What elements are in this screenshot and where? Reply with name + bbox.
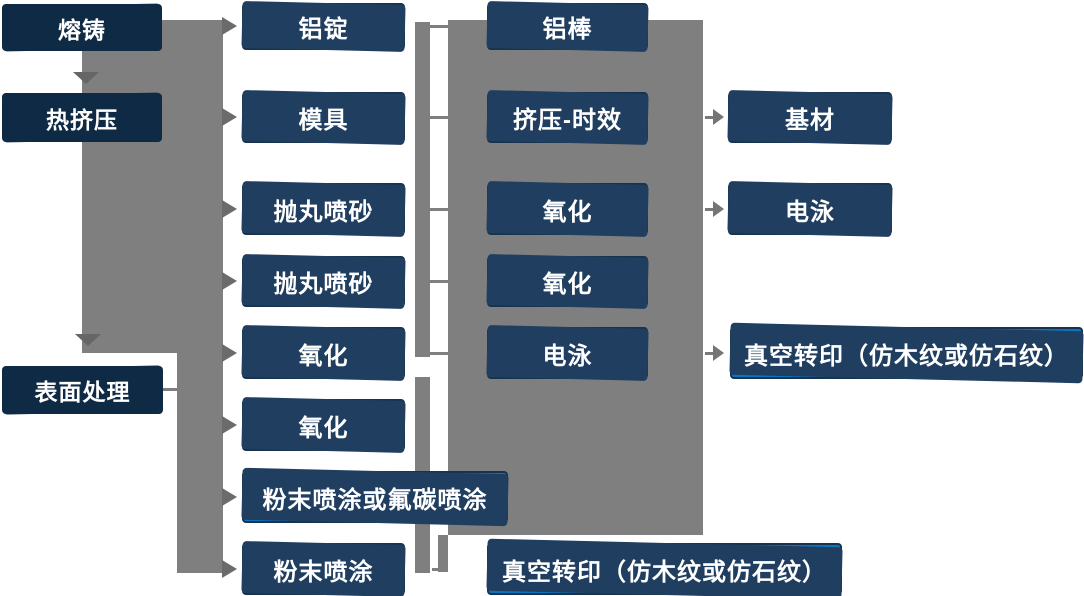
- stage-flow-band: [82, 20, 223, 353]
- arrow-right-row6-icon: [222, 416, 237, 434]
- node-melting-casting: 熔铸: [2, 4, 162, 51]
- node-electrophoresis-2: 电泳: [728, 183, 892, 235]
- arrow-down-to-hot-extrusion-icon: [73, 72, 99, 84]
- tick-row1: [430, 25, 448, 28]
- node-oxidation-3: 氧化: [487, 183, 648, 235]
- tick-row8: [432, 568, 448, 571]
- tick-row2: [430, 116, 448, 119]
- mid-connector-band-upper: [415, 22, 430, 357]
- node-powder-coating: 粉末喷涂: [242, 543, 405, 595]
- arrow-to-electrophoresis-icon: [713, 201, 724, 217]
- node-surface-treatment: 表面处理: [2, 366, 163, 414]
- node-vacuum-transfer-1: 真空转印（仿木纹或仿石纹）: [487, 543, 842, 595]
- node-shot-blasting-1: 抛丸喷砂: [242, 183, 405, 235]
- arrow-right-row1-icon: [222, 17, 237, 35]
- node-shot-blasting-2: 抛丸喷砂: [242, 256, 405, 307]
- arrow-right-row4-icon: [222, 272, 237, 290]
- tick-row4: [430, 280, 448, 283]
- node-oxidation-4: 氧化: [487, 256, 648, 307]
- arrow-right-row5-icon: [222, 344, 237, 362]
- arrow-right-row3-icon: [222, 200, 237, 218]
- arrow-stub-electrophoresis: [705, 208, 715, 211]
- node-base-material: 基材: [728, 92, 892, 143]
- node-aluminum-rod: 铝棒: [487, 3, 648, 50]
- node-powder-or-fluorocarbon-coating: 粉末喷涂或氟碳喷涂: [242, 471, 508, 523]
- node-oxidation-1: 氧化: [242, 327, 405, 379]
- tick-row5: [430, 352, 448, 355]
- node-mold: 模具: [242, 92, 405, 143]
- arrow-stub-vacuum-transfer: [705, 352, 715, 355]
- stage-flow-band-lower: [177, 353, 223, 573]
- arrow-to-vacuum-transfer-icon: [713, 345, 724, 361]
- node-oxidation-2: 氧化: [242, 399, 405, 451]
- arrow-right-row7-icon: [222, 488, 237, 506]
- arrow-to-base-material-icon: [713, 109, 724, 125]
- node-aluminum-ingot: 铝锭: [242, 3, 405, 50]
- arrow-stub-base-material: [705, 116, 715, 119]
- arrow-right-row2-icon: [222, 108, 237, 126]
- node-vacuum-transfer-2: 真空转印（仿木纹或仿石纹）: [730, 327, 1083, 379]
- node-hot-extrusion: 热挤压: [2, 93, 162, 142]
- surface-treatment-link: [163, 388, 177, 391]
- arrow-right-row8-icon: [222, 560, 237, 578]
- process-block-tail: [438, 535, 448, 572]
- node-extrusion-aging: 挤压-时效: [487, 92, 648, 143]
- arrow-down-to-surface-treatment-icon: [75, 334, 101, 346]
- tick-row3: [430, 208, 448, 211]
- node-electrophoresis-1: 电泳: [487, 327, 648, 379]
